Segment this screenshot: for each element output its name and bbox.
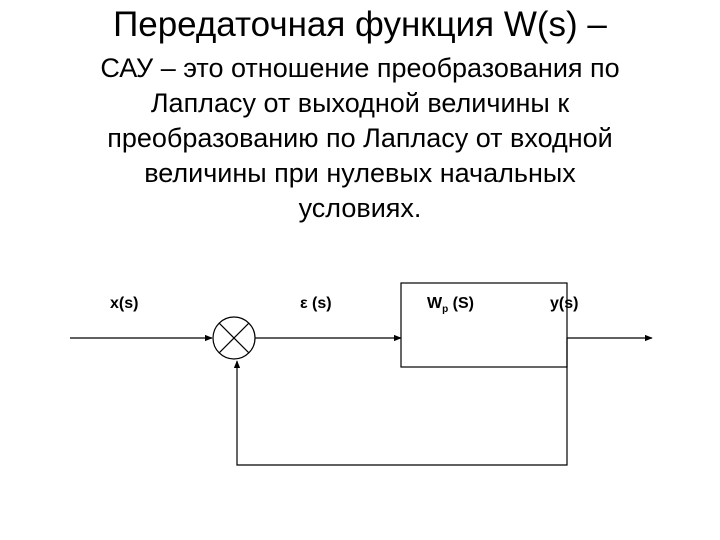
error-label: ε (s) xyxy=(300,295,332,312)
definition-line-2: Лапласу от выходной величины к xyxy=(150,88,570,118)
output-label: y(s) xyxy=(550,295,578,312)
definition-line-3: преобразованию по Лапласу от входной xyxy=(107,123,613,153)
block-label-arg: (S) xyxy=(448,295,474,312)
input-label: x(s) xyxy=(110,295,138,312)
block-label-main: W xyxy=(427,295,443,312)
slide-title: Передаточная функция W(s) – xyxy=(113,5,607,44)
definition-text: САУ – это отношение преобразования по Ла… xyxy=(20,51,700,226)
transfer-function-block xyxy=(400,282,568,368)
definition-line-5: условиях. xyxy=(298,193,422,223)
definition-line-4: величины при нулевых начальных xyxy=(144,158,576,188)
block-label-sub: p xyxy=(442,304,448,315)
feedback-path xyxy=(233,338,568,466)
definition-line-1: САУ – это отношение преобразования по xyxy=(100,53,620,83)
summing-junction xyxy=(212,316,256,360)
block-label: Wp (S) xyxy=(427,295,474,315)
